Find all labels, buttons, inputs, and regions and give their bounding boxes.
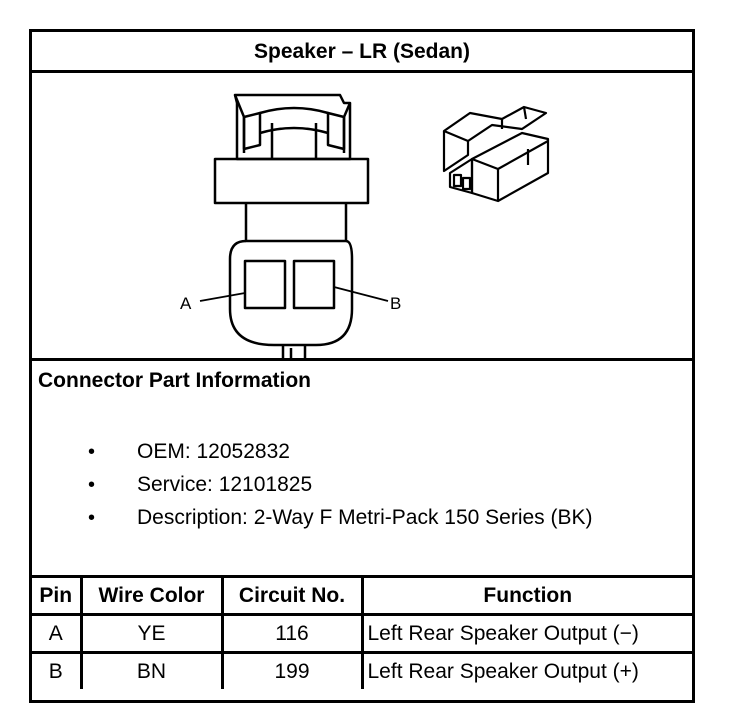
- iso-latch-side: [442, 131, 470, 173]
- pin-label-a: A: [180, 294, 192, 313]
- header-wire-color: Wire Color: [79, 578, 224, 616]
- pin-label-b: B: [390, 294, 401, 313]
- cell-function: Left Rear Speaker Output (+): [360, 651, 692, 689]
- pinout-table: Pin Wire Color Circuit No. Function A YE…: [32, 578, 692, 689]
- section-heading: Connector Part Information: [38, 369, 312, 392]
- table-header-row: Pin Wire Color Circuit No. Function: [32, 578, 692, 616]
- latch-arch-mid: [259, 126, 329, 135]
- polarizing-peg: [281, 345, 307, 361]
- latch-arch-top: [259, 106, 329, 115]
- list-item: • Description: 2-Way F Metri-Pack 150 Se…: [32, 503, 593, 536]
- table-row: A YE 116 Left Rear Speaker Output (−): [32, 613, 692, 654]
- cell-circuit-no: 199: [220, 651, 364, 689]
- iso-latch-top: [442, 105, 548, 143]
- cell-wire-color: BN: [79, 651, 224, 689]
- cell-pin: B: [32, 651, 83, 689]
- iso-face: [448, 157, 474, 195]
- cell-wire-color: YE: [79, 613, 224, 654]
- bullet-icon: •: [88, 474, 96, 496]
- header-function: Function: [360, 578, 692, 616]
- isometric-connector-view: [442, 105, 550, 203]
- part-info-list: • OEM: 12052832 • Service: 12101825 • De…: [32, 437, 593, 536]
- header-pin: Pin: [32, 578, 83, 616]
- list-item: • OEM: 12052832: [32, 437, 593, 470]
- cavity-b: [292, 259, 336, 310]
- iso-body-edges: [471, 140, 549, 201]
- page-title: Speaker – LR (Sedan): [32, 32, 692, 73]
- cavity-a: [243, 259, 287, 310]
- cell-circuit-no: 116: [220, 613, 364, 654]
- oem-part-number: OEM: 12052832: [137, 440, 290, 463]
- cell-function: Left Rear Speaker Output (−): [360, 613, 692, 654]
- bullet-icon: •: [88, 507, 96, 529]
- connector-description: Description: 2-Way F Metri-Pack 150 Seri…: [137, 506, 593, 529]
- list-item: • Service: 12101825: [32, 470, 593, 503]
- iso-cavity-a: [452, 173, 463, 188]
- latch-tab-right: [326, 111, 346, 151]
- connector-body: [228, 239, 354, 347]
- iso-latch-ribs: [500, 106, 528, 129]
- latch-housing: [233, 93, 352, 161]
- leader-b: [333, 286, 389, 302]
- cell-pin: A: [32, 613, 83, 654]
- connector-sheet: Speaker – LR (Sedan): [29, 29, 695, 703]
- connector-face-diagram: A B: [180, 93, 550, 361]
- leader-a: [199, 292, 246, 302]
- bullet-icon: •: [88, 441, 96, 463]
- connector-neck: [244, 203, 348, 243]
- service-part-number: Service: 12101825: [137, 473, 313, 496]
- latch-ribs: [270, 123, 318, 159]
- connector-band: [213, 157, 370, 205]
- table-row: B BN 199 Left Rear Speaker Output (+): [32, 651, 692, 689]
- latch-tab-left: [242, 111, 262, 151]
- iso-cavity-b: [461, 176, 472, 191]
- header-circuit-no: Circuit No.: [220, 578, 364, 616]
- connector-part-information: Connector Part Information • OEM: 120528…: [32, 361, 692, 578]
- connector-drawing: A B: [32, 73, 692, 361]
- latch-housing-inner: [233, 94, 352, 153]
- iso-body: [470, 131, 550, 203]
